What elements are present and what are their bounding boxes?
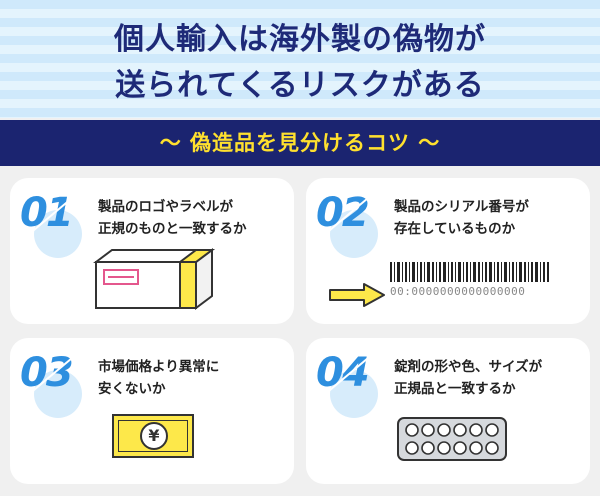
- tip-text-line2: 安くないか: [98, 381, 166, 397]
- tip-text-line1: 製品のロゴやラベルが: [98, 199, 233, 215]
- tip-card-01: 01 製品のロゴやラベルが 正規のものと一致するか: [10, 178, 294, 324]
- tip-number: 04: [316, 350, 370, 396]
- tip-number-badge: 02: [316, 190, 386, 260]
- tip-number: 01: [20, 190, 74, 236]
- tip-number-badge: 04: [316, 350, 386, 420]
- currency-symbol: ¥: [148, 426, 160, 445]
- tip-text: 錠剤の形や色、サイズが 正規品と一致するか: [394, 356, 584, 400]
- number-circle: [34, 370, 82, 418]
- tip-text-line1: 製品のシリアル番号が: [394, 199, 529, 215]
- title-line-1: 個人輸入は海外製の偽物が: [114, 22, 486, 57]
- subtitle-bar: 〜 偽造品を見分けるコツ 〜: [0, 120, 600, 166]
- tip-text-line1: 錠剤の形や色、サイズが: [394, 359, 543, 375]
- pill-blister-icon: [397, 417, 507, 461]
- number-circle: [330, 370, 378, 418]
- tip-text: 製品のロゴやラベルが 正規のものと一致するか: [98, 196, 288, 240]
- tip-number-badge: 03: [20, 350, 90, 420]
- tip-number: 03: [20, 350, 74, 396]
- tip-card-04: 04 錠剤の形や色、サイズが 正規品と一致するか: [306, 338, 590, 484]
- tip-text: 市場価格より異常に 安くないか: [98, 356, 288, 400]
- yen-coin-icon: ¥: [140, 422, 168, 450]
- header-banner: 個人輸入は海外製の偽物が 送られてくるリスクがある: [0, 0, 600, 118]
- tip-text: 製品のシリアル番号が 存在しているものか: [394, 196, 584, 240]
- barcode-icon: [390, 262, 549, 282]
- arrow-right-icon: [329, 283, 385, 307]
- tip-card-03: 03 市場価格より異常に 安くないか ¥: [10, 338, 294, 484]
- package-box-icon: [93, 248, 215, 310]
- tip-text-line2: 正規のものと一致するか: [98, 221, 247, 237]
- serial-number-text: 00:0000000000000000: [390, 285, 526, 298]
- number-circle: [34, 210, 82, 258]
- yen-bill-icon: ¥: [112, 414, 194, 458]
- tip-text-line1: 市場価格より異常に: [98, 359, 220, 375]
- title-line-2: 送られてくるリスクがある: [115, 68, 485, 103]
- tip-text-line2: 正規品と一致するか: [394, 381, 516, 397]
- tip-card-02: 02 製品のシリアル番号が 存在しているものか 00:0000000000000…: [306, 178, 590, 324]
- tip-number: 02: [316, 190, 370, 236]
- tip-number-badge: 01: [20, 190, 90, 260]
- tip-text-line2: 存在しているものか: [394, 221, 516, 237]
- number-circle: [330, 210, 378, 258]
